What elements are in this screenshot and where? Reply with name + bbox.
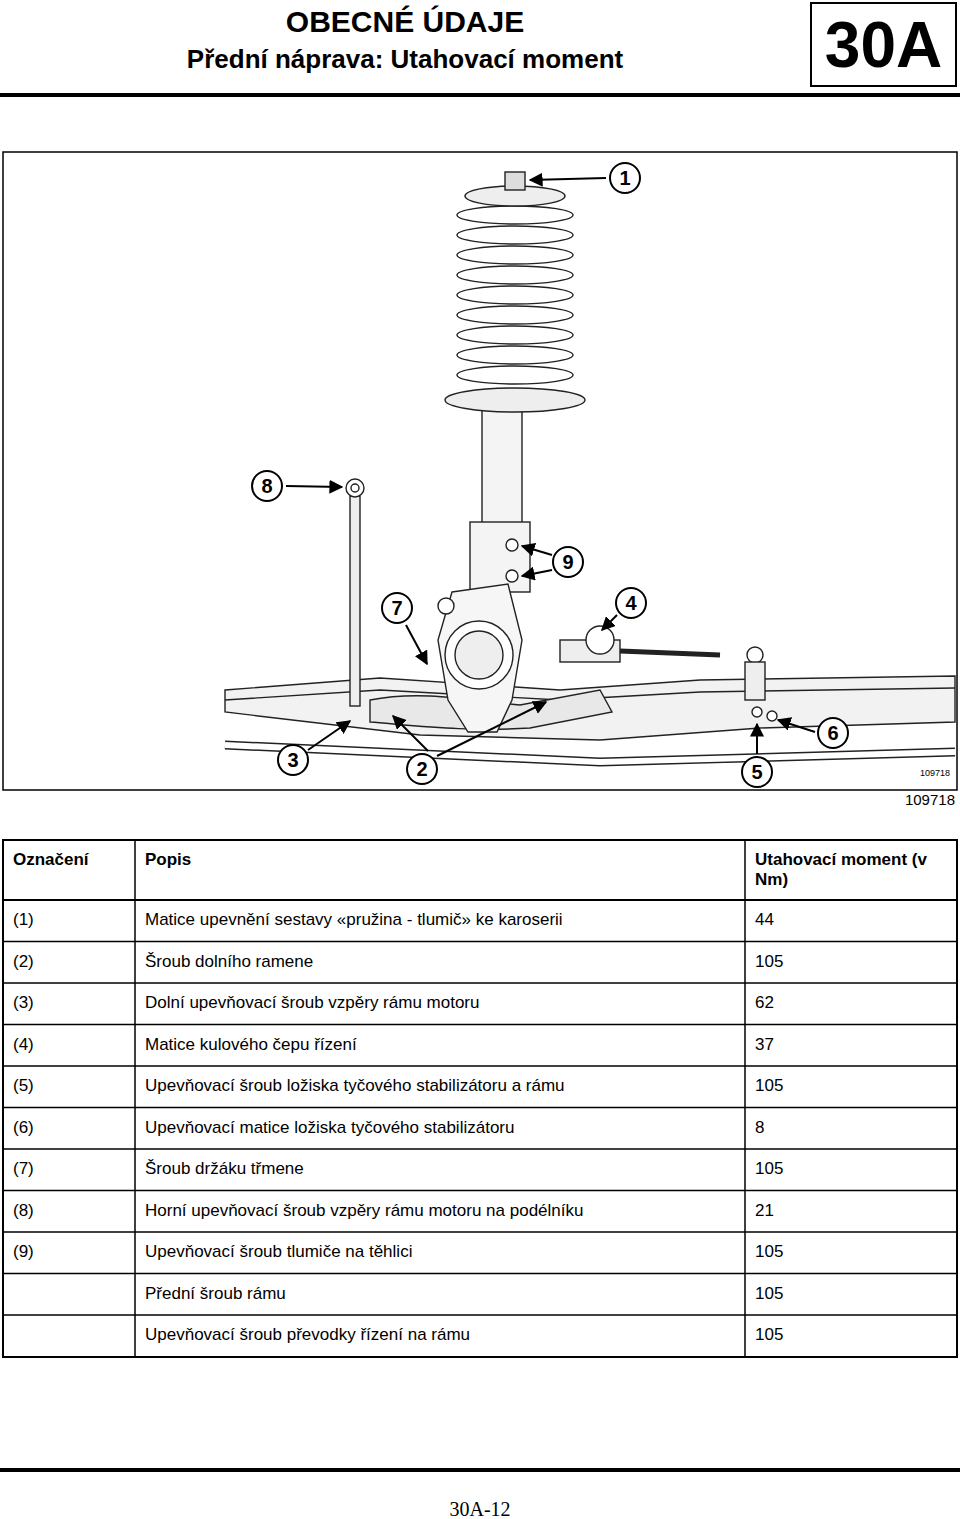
table-cell: Matice kulového čepu řízení (145, 1035, 739, 1055)
figure-number: 109718 (895, 768, 950, 779)
table-cell: 105 (755, 1284, 951, 1304)
page-rules (0, 95, 960, 1470)
table-header: Popis (145, 850, 735, 870)
callout-number: 3 (277, 744, 309, 776)
page-number: 30A-12 (380, 1497, 580, 1519)
callout-number: 9 (552, 546, 584, 578)
callout-number: 4 (615, 587, 647, 619)
table-cell: (6) (13, 1118, 129, 1138)
callout-label: 3 (287, 750, 298, 770)
table-cell: Upevňovací matice ložiska tyčového stabi… (145, 1118, 739, 1138)
table-cell: Upevňovací šroub tlumiče na těhlici (145, 1242, 739, 1262)
table-cell: 105 (755, 1242, 951, 1262)
torque-table-grid (3, 840, 957, 1357)
callout-number: 2 (406, 753, 438, 785)
header-rule (0, 93, 960, 97)
table-cell: 62 (755, 993, 951, 1013)
stabilizer-bar (225, 745, 955, 762)
table-cell: Přední šroub rámu (145, 1284, 739, 1304)
table-cell: 21 (755, 1201, 951, 1221)
callout-label: 7 (391, 598, 402, 618)
table-cell: Matice upevnění sestavy «pružina - tlumi… (145, 910, 739, 930)
wheel-hub (445, 621, 513, 689)
table-cell: 105 (755, 952, 951, 972)
callout-label: 8 (261, 476, 272, 496)
table-cell: Šroub dolního ramene (145, 952, 739, 972)
table-cell: 105 (755, 1159, 951, 1179)
page-subtitle: Přední náprava: Utahovací moment (0, 44, 810, 75)
page-title: OBECNÉ ÚDAJE (0, 4, 810, 40)
table-cell: Šroub držáku třmene (145, 1159, 739, 1179)
table-cell: Horní upevňovací šroub vzpěry rámu motor… (145, 1201, 739, 1221)
footer-rule (0, 1468, 960, 1472)
leader-arrows (286, 178, 815, 756)
strut-clamp (470, 522, 530, 592)
table-cell: (4) (13, 1035, 129, 1055)
callout-number: 8 (251, 470, 283, 502)
table-cell: (1) (13, 910, 129, 930)
table-cell: Dolní upevňovací šroub vzpěry rámu motor… (145, 993, 739, 1013)
callout-number: 7 (381, 592, 413, 624)
callout-label: 5 (751, 762, 762, 782)
figure-number: 109718 (840, 791, 955, 809)
table-header: Utahovací moment (v Nm) (755, 850, 953, 891)
steering-knuckle (438, 584, 522, 732)
chapter-box: 30A (810, 2, 957, 87)
damper-tube (482, 400, 522, 525)
illustration-frame (3, 152, 957, 790)
table-cell: (2) (13, 952, 129, 972)
front-axle-illustration (225, 172, 955, 762)
table-cell: (8) (13, 1201, 129, 1221)
table-cell: 105 (755, 1076, 951, 1096)
table-cell: 44 (755, 910, 951, 930)
callout-label: 4 (625, 593, 636, 613)
chapter-number: 30A (825, 13, 942, 77)
callout-label: 9 (562, 552, 573, 572)
coil-spring (457, 206, 573, 384)
callout-number: 5 (741, 756, 773, 788)
callout-label: 1 (619, 168, 630, 188)
table-cell: 8 (755, 1118, 951, 1138)
callout-number: 1 (609, 162, 641, 194)
table-cell: (3) (13, 993, 129, 1013)
table-cell: Upevňovací šroub převodky řízení na rámu (145, 1325, 739, 1345)
table-cell: 105 (755, 1325, 951, 1345)
table-cell: Upevňovací šroub ložiska tyčového stabil… (145, 1076, 739, 1096)
callout-number: 6 (817, 717, 849, 749)
table-cell: (7) (13, 1159, 129, 1179)
callout-label: 6 (827, 723, 838, 743)
table-cell: (9) (13, 1242, 129, 1262)
table-cell: 37 (755, 1035, 951, 1055)
table-cell: (5) (13, 1076, 129, 1096)
table-header: Označení (13, 850, 131, 870)
stabilizer-link (350, 496, 360, 706)
callout-label: 2 (416, 759, 427, 779)
